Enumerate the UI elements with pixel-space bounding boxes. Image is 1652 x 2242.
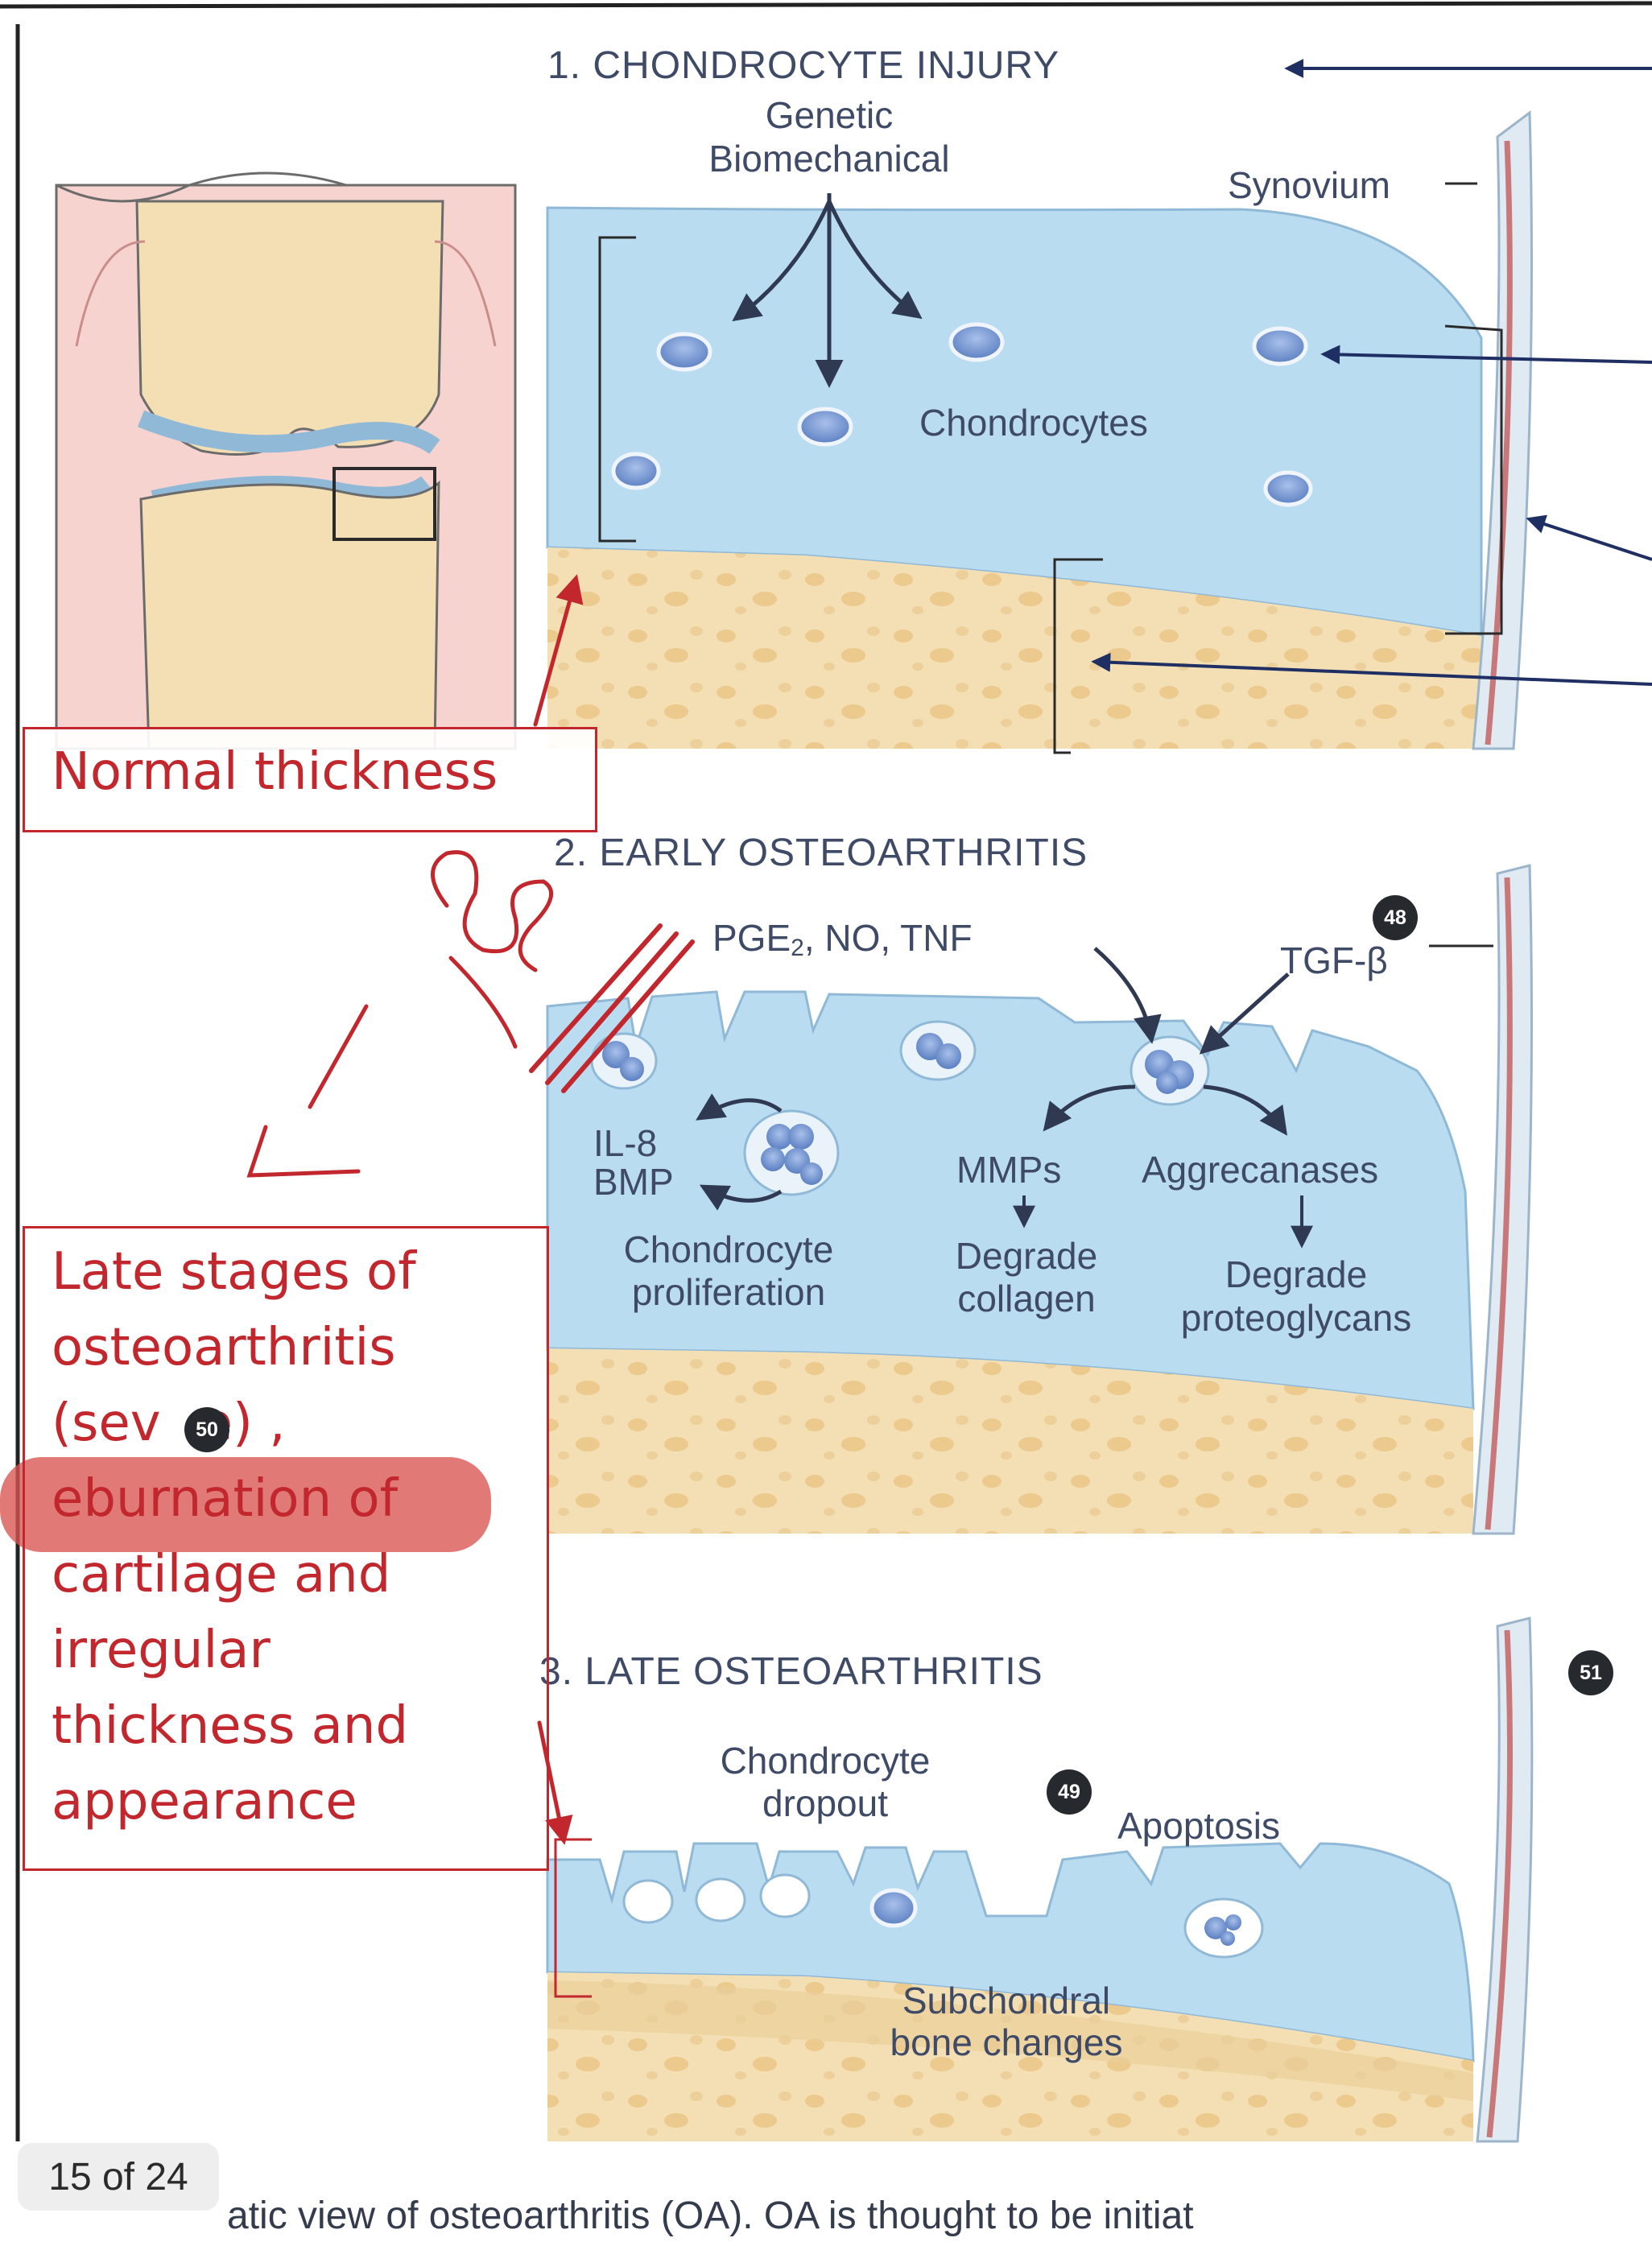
chondrocyte-cell	[799, 409, 851, 444]
chondrocytes-label: Chondrocytes	[919, 403, 1148, 444]
il8-label: IL-8	[593, 1123, 657, 1165]
chondrocyte-cell	[613, 454, 659, 488]
panel3-title: 3. LATE OSTEOARTHRITIS	[539, 1650, 1043, 1694]
cause-genetic: Genetic	[708, 95, 950, 137]
subchondral-line2: bone changes	[829, 2022, 1183, 2064]
chondrocyte-cell	[951, 324, 1002, 360]
panel1-title: 1. CHONDROCYTE INJURY	[547, 44, 1059, 88]
page-indicator[interactable]: 15 of 24	[18, 2143, 219, 2211]
comment-badge-50[interactable]: 50	[184, 1407, 229, 1452]
tgf-beta-label: TGF-β	[1280, 940, 1388, 982]
bmp-label: BMP	[593, 1162, 674, 1204]
proliferation-line1: Chondrocyte	[580, 1229, 878, 1271]
degrade-proteoglycans-line1: Degrade	[1135, 1254, 1457, 1296]
mmps-label: MMPs	[956, 1150, 1061, 1191]
mediators-label: PGE2, NO, TNF	[712, 918, 973, 962]
comment-badge-48[interactable]: 48	[1373, 895, 1418, 940]
cause-biomechanical: Biomechanical	[648, 138, 1010, 180]
degrade-collagen-line1: Degrade	[910, 1236, 1143, 1278]
knee-joint-illustration	[56, 173, 515, 749]
comment-badge-49[interactable]: 49	[1047, 1769, 1092, 1815]
chondrocyte-cell	[1266, 473, 1311, 505]
chondrocyte-cell	[659, 334, 710, 370]
proliferation-line2: proliferation	[580, 1272, 878, 1314]
dropout-line2: dropout	[676, 1783, 974, 1825]
chondrocyte-cell	[1254, 328, 1306, 364]
degrade-proteoglycans-line2: proteoglycans	[1135, 1298, 1457, 1340]
top-frame-line	[0, 3, 1652, 6]
apoptosis-label: Apoptosis	[1117, 1806, 1280, 1848]
subchondral-line1: Subchondral	[829, 1980, 1183, 2022]
comment-badge-51[interactable]: 51	[1568, 1650, 1613, 1695]
normal-thickness-note: Normal thickness	[52, 734, 498, 810]
degrade-collagen-line2: collagen	[910, 1278, 1143, 1320]
panel2-title: 2. EARLY OSTEOARTHRITIS	[554, 832, 1088, 875]
figure-caption: atic view of osteoarthritis (OA). OA is …	[227, 2194, 1194, 2238]
aggrecanases-label: Aggrecanases	[1142, 1150, 1378, 1191]
dropout-line1: Chondrocyte	[676, 1740, 974, 1782]
synovium-label: Synovium	[1228, 165, 1390, 207]
